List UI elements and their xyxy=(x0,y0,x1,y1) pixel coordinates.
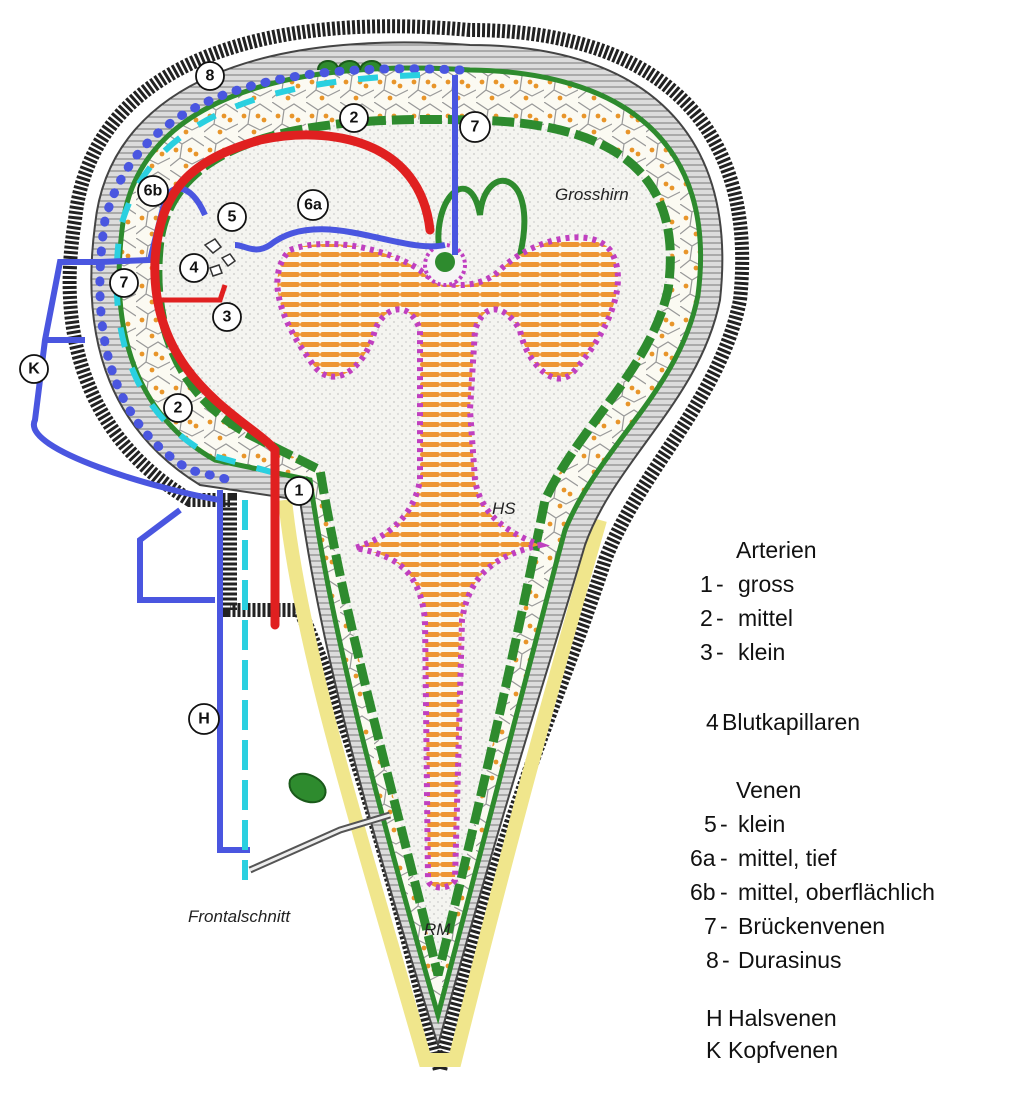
svg-text:7: 7 xyxy=(471,119,480,136)
label-hs: HS xyxy=(492,499,516,518)
svg-text:H: H xyxy=(198,711,210,728)
badge-5: 5 xyxy=(218,203,246,231)
badge-7-top: 7 xyxy=(460,112,490,142)
label-grosshirn: Grosshirn xyxy=(555,185,629,204)
svg-text:3: 3 xyxy=(223,309,232,326)
svg-text:6b: 6b xyxy=(144,183,163,200)
svg-text:2: 2 xyxy=(350,110,359,127)
svg-text:1: 1 xyxy=(295,483,304,500)
badge-3: 3 xyxy=(213,303,241,331)
badge-H: H xyxy=(189,704,219,734)
svg-text:4: 4 xyxy=(190,260,199,277)
svg-text:K: K xyxy=(28,361,40,378)
badge-2-left: 2 xyxy=(164,394,192,422)
svg-text:8: 8 xyxy=(206,68,215,85)
badge-2-top: 2 xyxy=(340,104,368,132)
label-frontalschnitt: Frontalschnitt xyxy=(188,907,291,926)
svg-text:2: 2 xyxy=(174,400,183,417)
badge-1: 1 xyxy=(285,477,313,505)
badge-8: 8 xyxy=(196,62,224,90)
badge-6a: 6a xyxy=(298,190,328,220)
svg-text:7: 7 xyxy=(120,275,129,292)
svg-text:5: 5 xyxy=(228,209,237,226)
label-rm: RM xyxy=(424,920,451,939)
badge-7-left: 7 xyxy=(110,269,138,297)
dorsal-ganglion xyxy=(290,774,326,802)
badge-4: 4 xyxy=(180,254,208,282)
badge-6b: 6b xyxy=(138,176,168,206)
badge-K: K xyxy=(20,355,48,383)
svg-text:6a: 6a xyxy=(304,197,322,214)
